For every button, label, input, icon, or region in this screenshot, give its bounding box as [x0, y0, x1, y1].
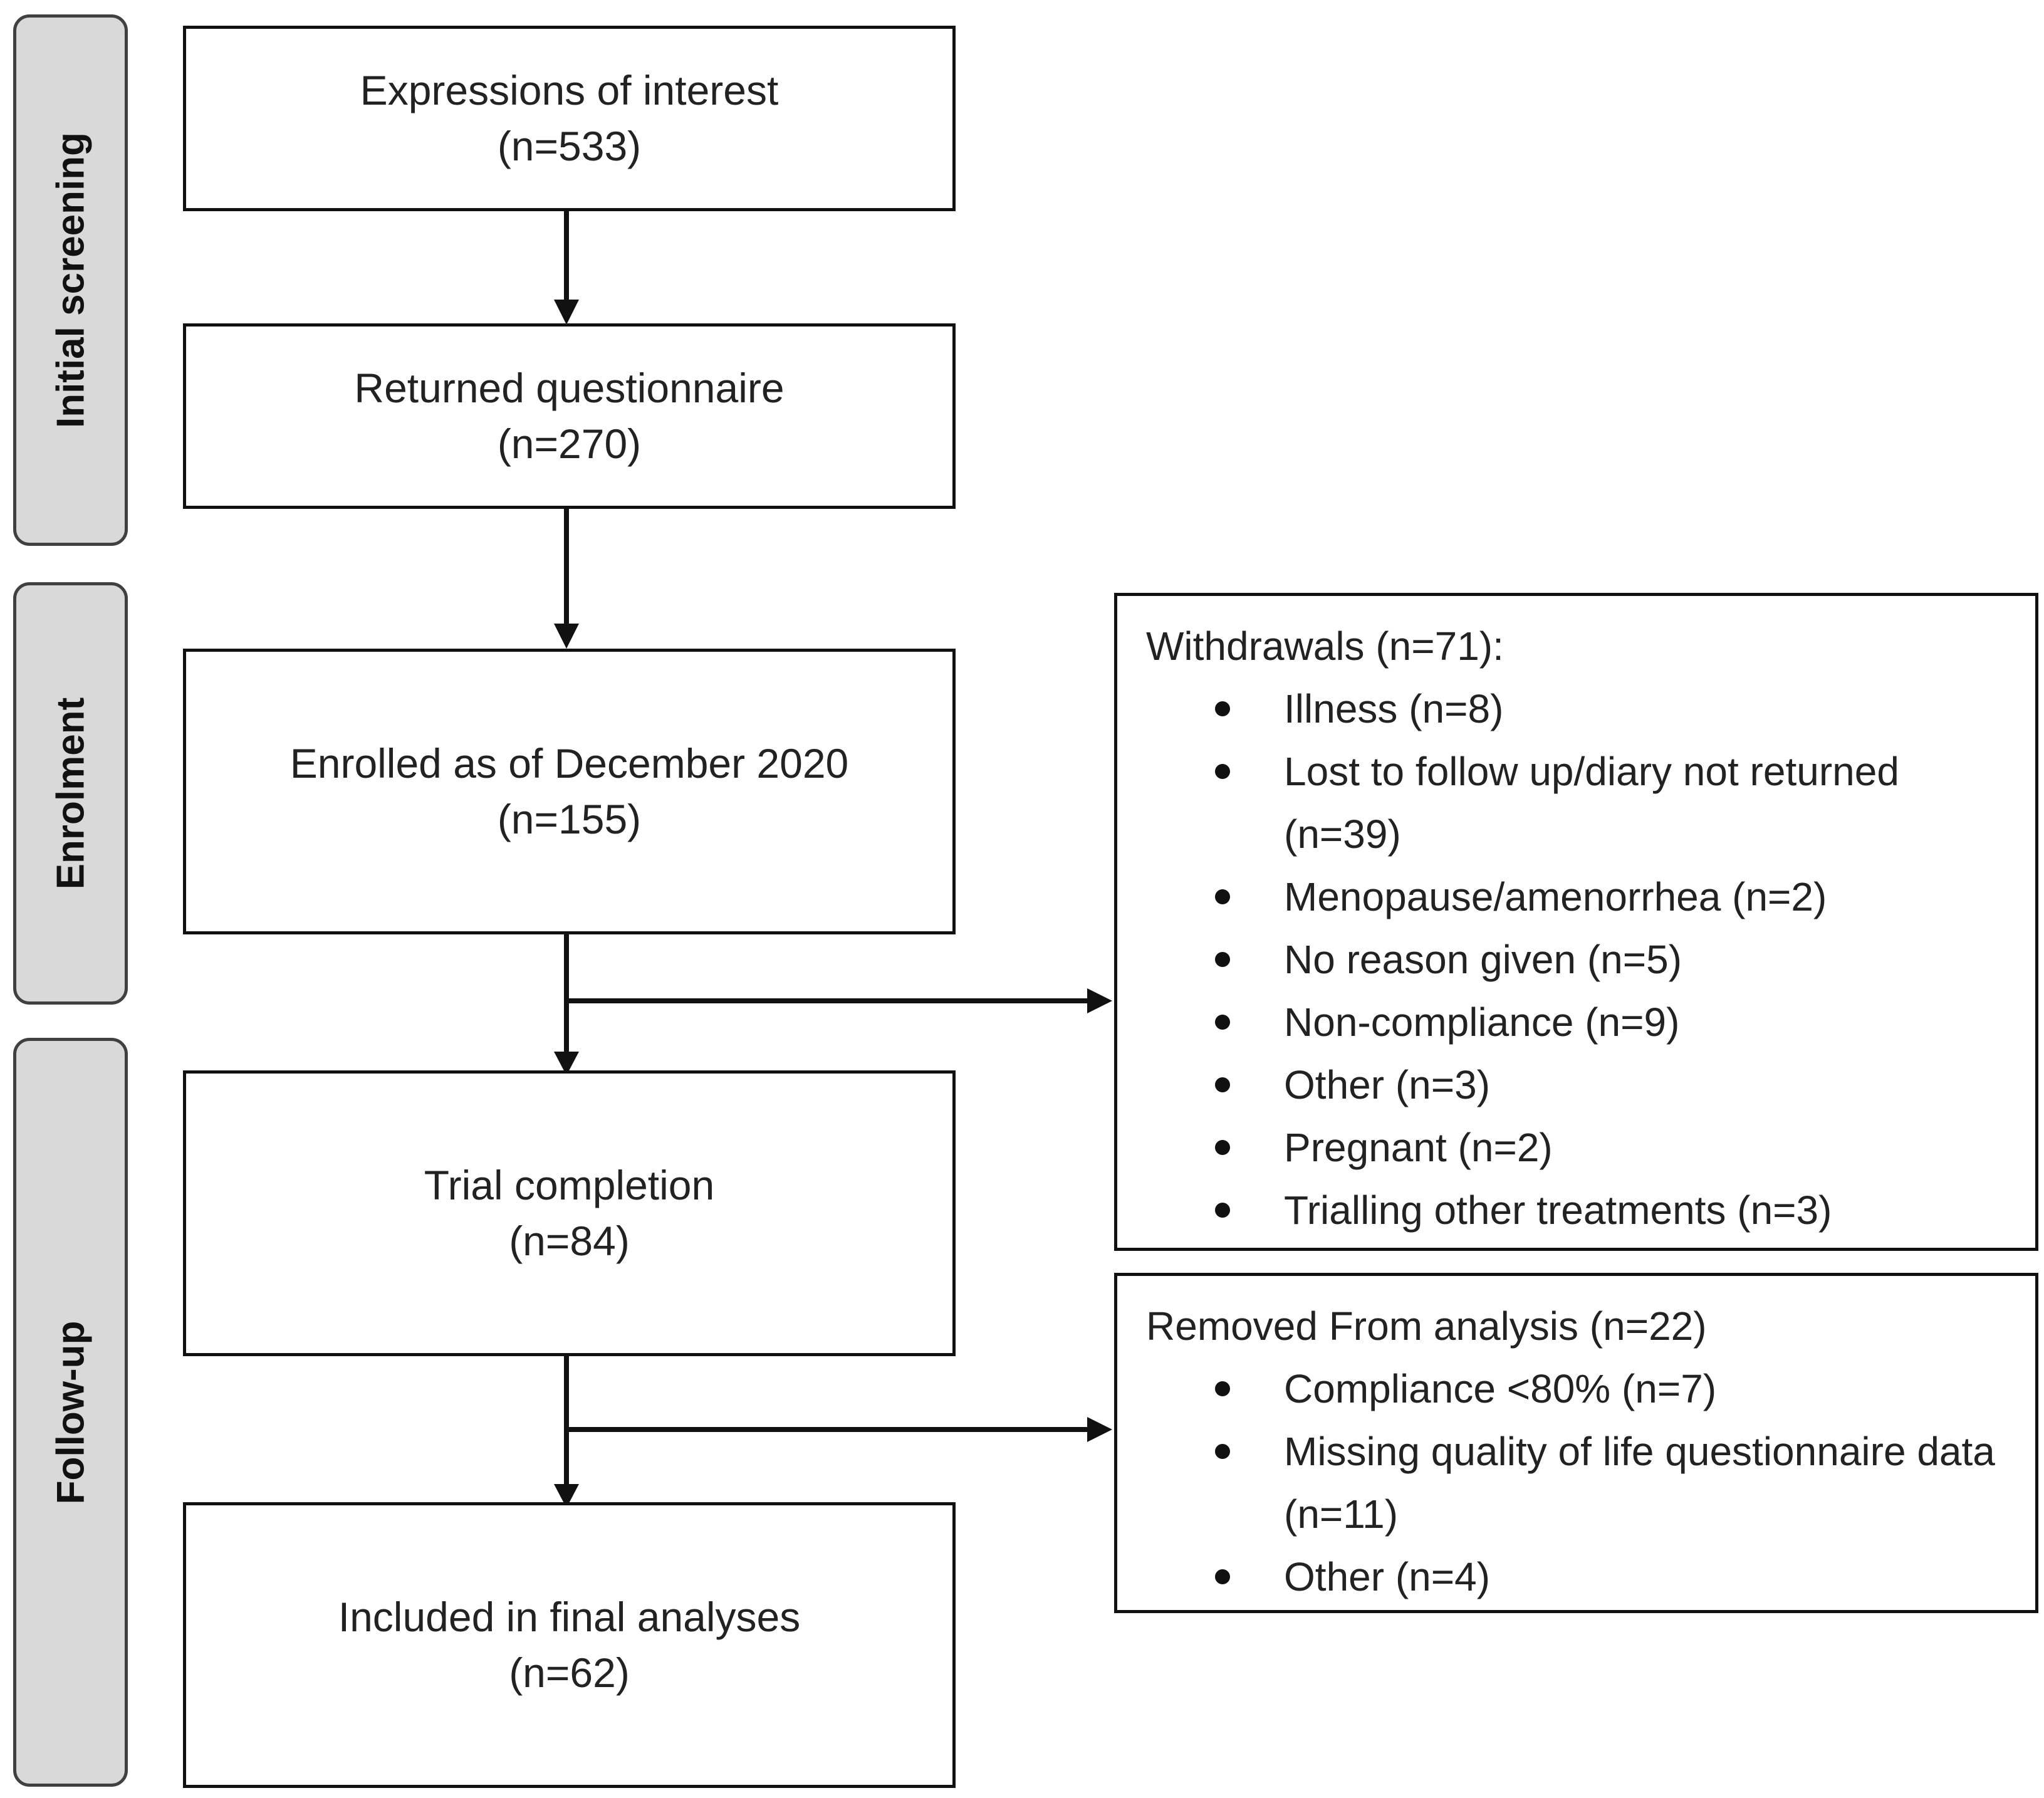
- bullet-icon: [1215, 1140, 1230, 1155]
- box-removed-from-analysis: Removed From analysis (n=22) Compliance …: [1114, 1273, 2038, 1613]
- box-count: (n=533): [497, 123, 642, 169]
- phase-initial-screening: Initial screening: [13, 14, 128, 546]
- list-item: Trialling other treatments (n=3): [1146, 1179, 2006, 1241]
- bullet-icon: [1215, 1077, 1230, 1092]
- list-item-text: Trialling other treatments (n=3): [1284, 1188, 1832, 1233]
- list-item-text: Illness (n=8): [1284, 686, 1504, 731]
- bullet-icon: [1215, 764, 1230, 779]
- removed-title: Removed From analysis (n=22): [1146, 1304, 1707, 1349]
- bullet-icon: [1215, 889, 1230, 904]
- list-item-text: Missing quality of life questionnaire da…: [1284, 1429, 1995, 1537]
- list-item: Lost to follow up/diary not returned (n=…: [1146, 740, 2006, 865]
- box-included-final-analyses: Included in final analyses (n=62): [183, 1502, 956, 1788]
- list-item-text: Menopause/amenorrhea (n=2): [1284, 874, 1827, 919]
- list-item: Non-compliance (n=9): [1146, 991, 2006, 1053]
- box-title: Trial completion: [424, 1161, 715, 1208]
- box-count: (n=84): [509, 1218, 630, 1264]
- box-returned-questionnaire: Returned questionnaire (n=270): [183, 323, 956, 509]
- withdrawals-list: Illness (n=8) Lost to follow up/diary no…: [1146, 677, 2006, 1241]
- list-item: Illness (n=8): [1146, 677, 2006, 740]
- box-title: Enrolled as of December 2020: [289, 740, 849, 787]
- list-item-text: Other (n=3): [1284, 1062, 1491, 1107]
- bullet-icon: [1215, 1444, 1230, 1459]
- arrowhead-removed: [1087, 1417, 1112, 1442]
- bullet-icon: [1215, 1015, 1230, 1030]
- list-item: Missing quality of life questionnaire da…: [1146, 1420, 2006, 1545]
- box-enrolled: Enrolled as of December 2020 (n=155): [183, 649, 956, 934]
- box-title: Expressions of interest: [360, 66, 779, 113]
- withdrawals-title: Withdrawals (n=71):: [1146, 624, 1504, 669]
- box-trial-completion: Trial completion (n=84): [183, 1070, 956, 1356]
- list-item: Other (n=4): [1146, 1545, 2006, 1608]
- list-item-text: Compliance <80% (n=7): [1284, 1366, 1717, 1411]
- box-withdrawals: Withdrawals (n=71): Illness (n=8) Lost t…: [1114, 593, 2038, 1251]
- arrowhead-withdrawals: [1087, 988, 1112, 1013]
- list-item: Menopause/amenorrhea (n=2): [1146, 865, 2006, 928]
- box-title: Included in final analyses: [338, 1593, 801, 1640]
- arrowhead-enrolled: [554, 624, 579, 649]
- list-item: Compliance <80% (n=7): [1146, 1357, 2006, 1420]
- list-item-text: Non-compliance (n=9): [1284, 1000, 1680, 1045]
- list-item: No reason given (n=5): [1146, 928, 2006, 991]
- box-count: (n=62): [509, 1649, 630, 1696]
- arrowhead-completion: [554, 1052, 579, 1075]
- arrowhead-included: [554, 1484, 579, 1508]
- bullet-icon: [1215, 701, 1230, 716]
- removed-list: Compliance <80% (n=7) Missing quality of…: [1146, 1357, 2006, 1608]
- bullet-icon: [1215, 952, 1230, 967]
- arrowhead-returned: [554, 300, 579, 325]
- list-item: Other (n=3): [1146, 1053, 2006, 1116]
- list-item-text: Pregnant (n=2): [1284, 1125, 1553, 1170]
- list-item: Pregnant (n=2): [1146, 1116, 2006, 1179]
- box-expressions-of-interest: Expressions of interest (n=533): [183, 26, 956, 211]
- list-item-text: Lost to follow up/diary not returned (n=…: [1284, 749, 1899, 857]
- list-item-text: Other (n=4): [1284, 1554, 1491, 1599]
- phase-enrolment: Enrolment: [13, 582, 128, 1005]
- list-item-text: No reason given (n=5): [1284, 937, 1682, 982]
- phase-follow-up: Follow-up: [13, 1038, 128, 1787]
- bullet-icon: [1215, 1381, 1230, 1396]
- bullet-icon: [1215, 1203, 1230, 1218]
- box-title: Returned questionnaire: [354, 364, 785, 411]
- bullet-icon: [1215, 1569, 1230, 1584]
- box-count: (n=270): [497, 421, 642, 467]
- box-count: (n=155): [497, 796, 642, 842]
